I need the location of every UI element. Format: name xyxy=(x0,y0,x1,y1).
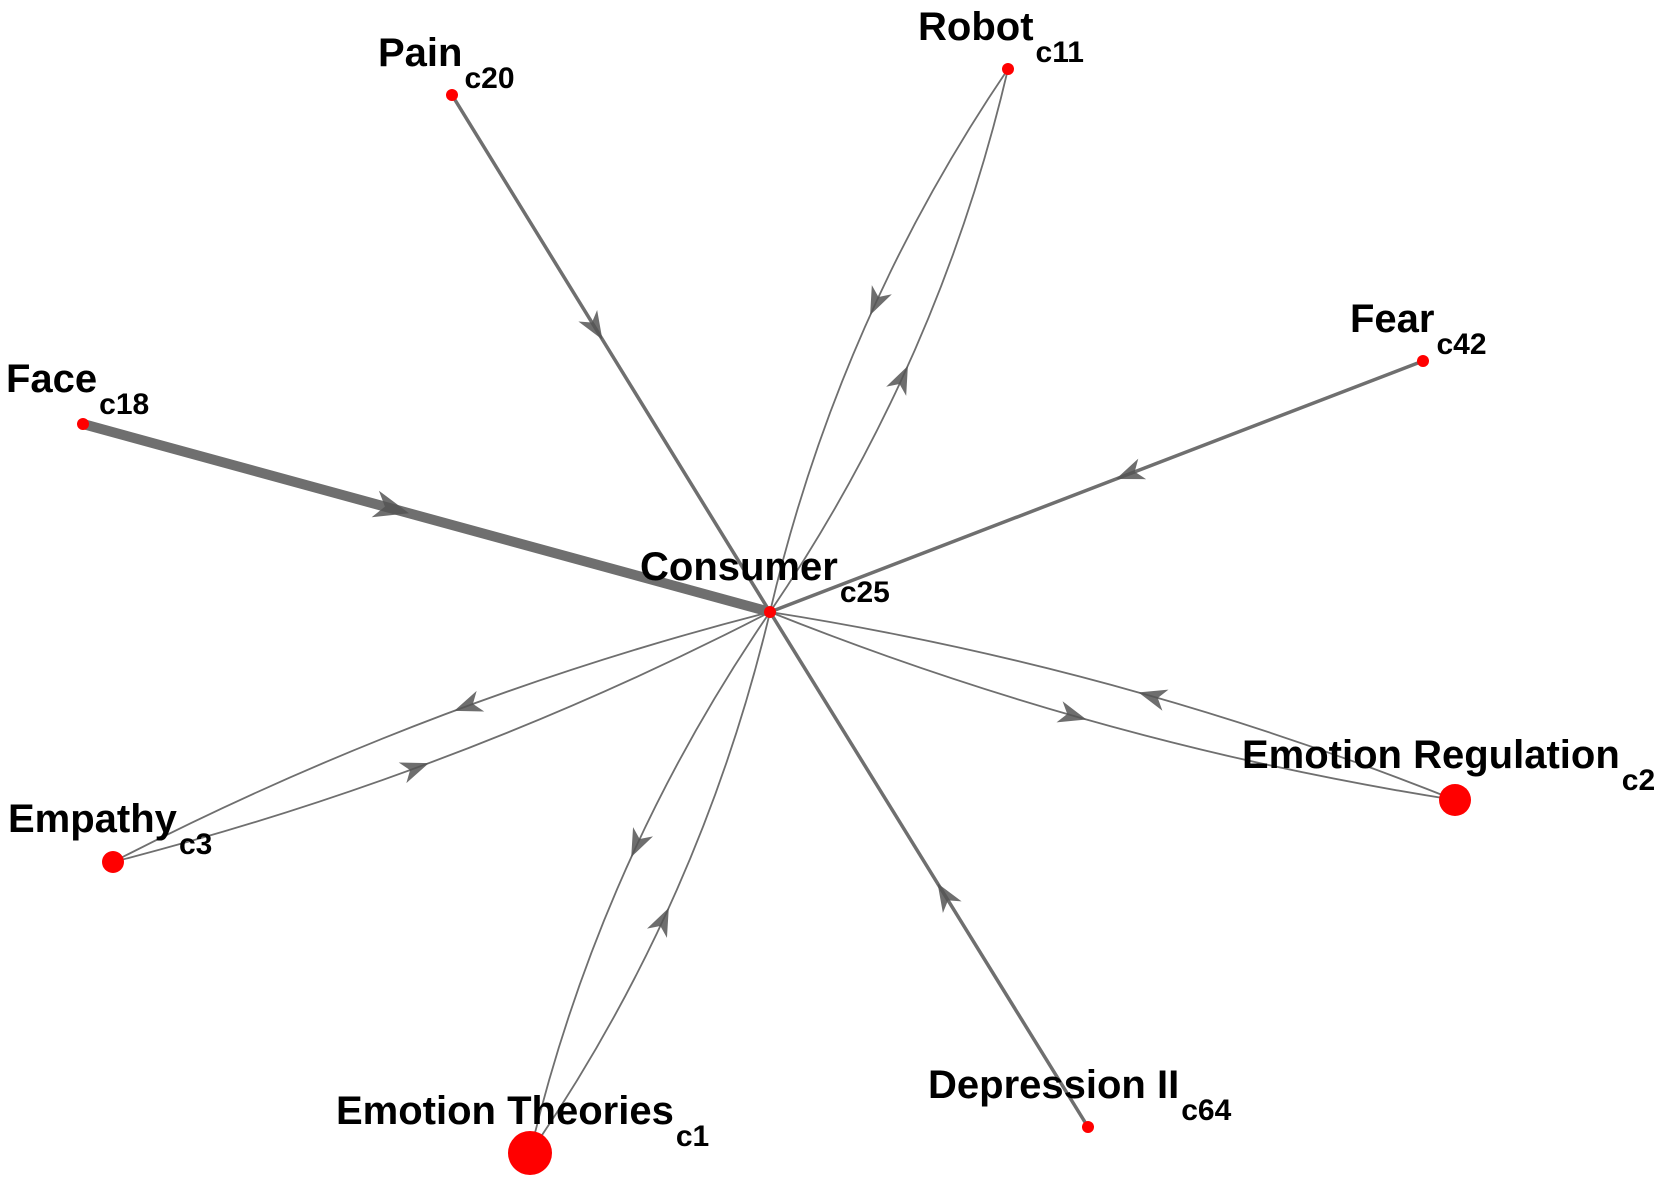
labels-layer: Consumerc25 Facec18 Painc20 Robotc11Fearc42… xyxy=(6,5,1655,1153)
node-label-emotion-theories: Emotion Theoriesc1 xyxy=(336,1089,709,1153)
node-label-depression-ii: Depression IIc64 xyxy=(928,1063,1232,1127)
node-code-empathy: c3 xyxy=(179,828,212,861)
node-empathy[interactable] xyxy=(102,851,124,873)
edges-layer xyxy=(81,68,1456,1154)
arrow-icon-empathy-to-consumer xyxy=(398,762,429,784)
node-code-face: c18 xyxy=(99,388,149,421)
node-label-emotion-regulation: Emotion Regulationc2 xyxy=(1242,733,1655,797)
node-label-fear: Fearc42 xyxy=(1350,297,1487,361)
arrow-icon-robot-to-consumer xyxy=(870,285,892,316)
node-name-pain: Pain xyxy=(378,31,462,75)
node-fear[interactable] xyxy=(1417,355,1429,367)
arrow-icon-face-to-consumer xyxy=(371,490,410,518)
node-name-emotion-theories: Emotion Theories xyxy=(336,1089,674,1133)
node-label-face: Facec18 xyxy=(6,357,149,421)
node-name-fear: Fear xyxy=(1350,297,1435,341)
node-pain[interactable] xyxy=(446,89,458,101)
edge-face-to-consumer xyxy=(81,419,772,617)
node-code-robot: c11 xyxy=(1036,36,1084,69)
node-label-robot: Robotc11 xyxy=(918,5,1084,69)
edge-pain-to-consumer xyxy=(450,94,772,613)
edge-consumer-to-emotion-regulation xyxy=(769,611,1456,801)
edge-consumer-to-empathy xyxy=(112,611,771,863)
node-code-depression-ii: c64 xyxy=(1181,1094,1231,1127)
node-name-depression-ii: Depression II xyxy=(928,1063,1179,1107)
node-emotion-theories[interactable] xyxy=(508,1131,552,1175)
node-robot[interactable] xyxy=(1002,63,1014,75)
node-name-empathy: Empathy xyxy=(8,797,178,841)
arrow-icon-fear-to-consumer xyxy=(1116,458,1147,480)
edge-emotion-regulation-to-consumer xyxy=(769,611,1456,801)
arrow-icon-consumer-to-robot xyxy=(886,365,908,396)
arrow-icon-consumer-to-emotion-theories xyxy=(631,827,653,858)
arrow-icon-pain-to-consumer xyxy=(578,309,603,340)
node-emotion-regulation[interactable] xyxy=(1439,784,1471,816)
node-code-pain: c20 xyxy=(464,62,514,95)
node-code-emotion-theories: c1 xyxy=(676,1120,709,1153)
arrow-icon-depression-ii-to-consumer xyxy=(937,883,962,913)
node-depression-ii[interactable] xyxy=(1082,1121,1094,1133)
edge-robot-to-consumer xyxy=(769,68,1009,613)
arrow-icon-emotion-regulation-to-consumer xyxy=(1138,689,1169,711)
node-name-face: Face xyxy=(6,357,97,401)
node-code-fear: c42 xyxy=(1437,328,1487,361)
node-name-emotion-regulation: Emotion Regulation xyxy=(1242,733,1620,777)
node-name-consumer: Consumer xyxy=(640,545,838,589)
edge-empathy-to-consumer xyxy=(112,611,771,863)
node-label-pain: Painc20 xyxy=(378,31,515,95)
arrow-icon-emotion-theories-to-consumer xyxy=(647,907,669,938)
edge-emotion-theories-to-consumer xyxy=(529,611,771,1154)
node-label-consumer: Consumerc25 xyxy=(640,545,890,609)
node-name-robot: Robot xyxy=(918,5,1034,49)
edge-consumer-to-robot xyxy=(769,68,1009,613)
edge-depression-ii-to-consumer xyxy=(768,611,1090,1128)
node-code-emotion-regulation: c2 xyxy=(1622,764,1655,797)
node-code-consumer: c25 xyxy=(840,576,890,609)
node-face[interactable] xyxy=(77,418,89,430)
nodes-layer xyxy=(77,63,1471,1175)
arrow-icon-consumer-to-empathy xyxy=(454,690,485,712)
edge-consumer-to-emotion-theories xyxy=(529,611,771,1154)
arrow-icon-consumer-to-emotion-regulation xyxy=(1056,701,1087,723)
node-consumer[interactable] xyxy=(764,606,776,618)
node-label-empathy: Empathyc3 xyxy=(8,797,212,861)
edge-fear-to-consumer xyxy=(769,359,1424,614)
